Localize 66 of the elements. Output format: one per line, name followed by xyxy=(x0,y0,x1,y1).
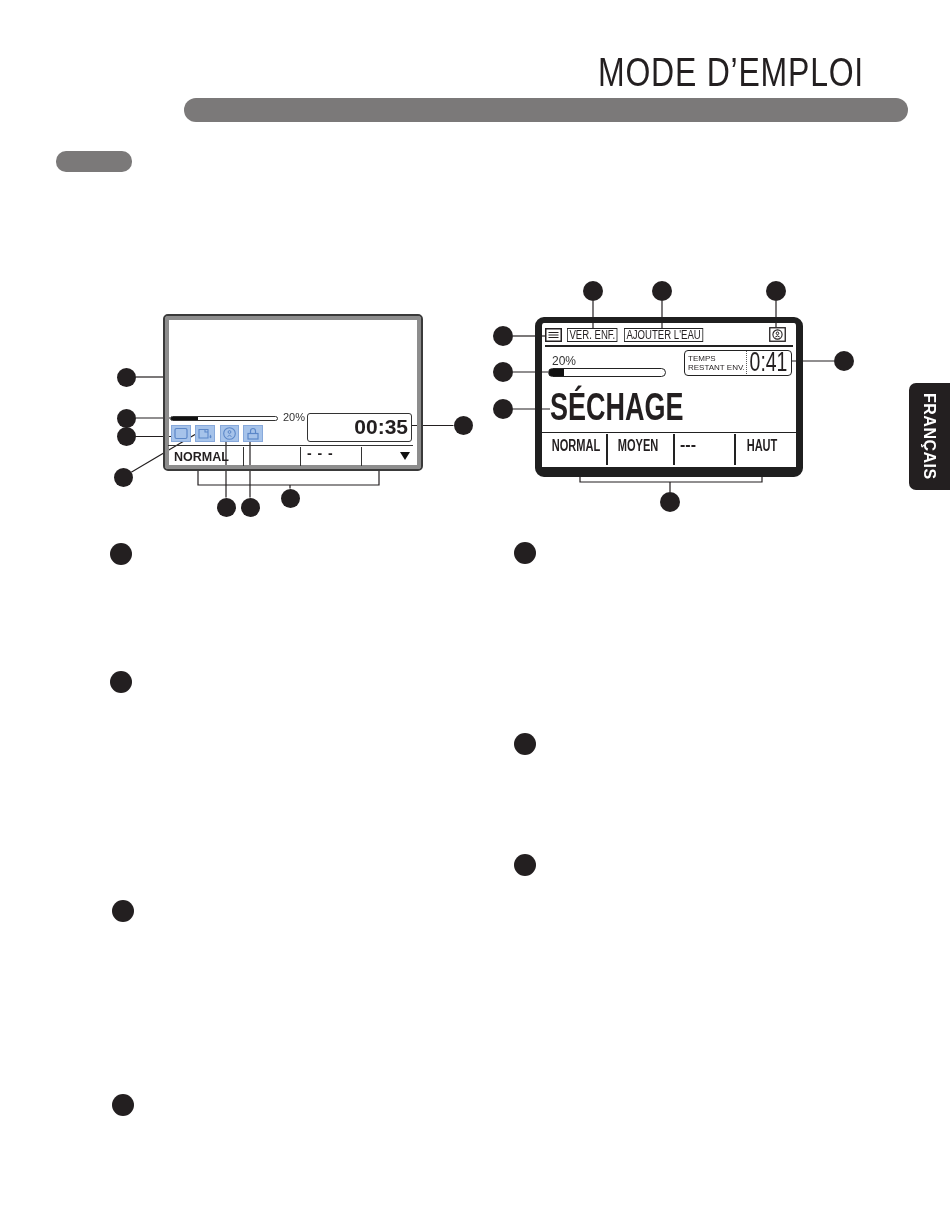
leader-line xyxy=(512,371,549,373)
leader-line xyxy=(411,424,455,427)
leader-line xyxy=(775,300,777,328)
progress-bar xyxy=(170,416,278,421)
water-drop-icon xyxy=(195,425,215,442)
language-tab: FRANÇAIS xyxy=(909,383,950,490)
option-label: HAUT xyxy=(746,437,778,455)
timer-display xyxy=(684,350,792,376)
square-icon xyxy=(171,425,191,442)
callout-dot xyxy=(583,281,603,301)
circle-icon xyxy=(769,327,786,342)
callout-dot xyxy=(280,488,300,508)
callout-dot xyxy=(116,367,136,387)
page-title: MODE D’EMPLOI xyxy=(598,52,864,93)
leader-line xyxy=(661,300,663,329)
section-pill xyxy=(56,151,132,172)
leader-line xyxy=(134,376,164,378)
option-label: --- xyxy=(680,436,696,454)
cycle-status-text: SÉCHAGE xyxy=(550,384,684,430)
timer-display: 00:35 xyxy=(307,413,412,442)
circle-icon xyxy=(220,425,239,442)
callout-dot xyxy=(660,492,680,512)
option-label: MOYEN xyxy=(617,437,659,455)
leader-line xyxy=(225,441,227,499)
callout-dot xyxy=(116,408,136,428)
callout-dot xyxy=(493,399,513,419)
time-caption: TEMPS RESTANT ENV. xyxy=(688,354,746,372)
callout-dot xyxy=(514,542,536,564)
option-label: NORMAL xyxy=(551,437,601,455)
percent-label: 20% xyxy=(552,354,577,368)
status-indicator: AJOUTER L'EAU xyxy=(624,328,704,342)
status-indicator: VER. ENF. xyxy=(567,328,618,342)
leader-line xyxy=(579,476,763,493)
leader-line xyxy=(130,433,196,473)
callout-dot xyxy=(112,900,134,922)
callout-dot xyxy=(514,733,536,755)
leader-line xyxy=(197,470,380,490)
leader-line xyxy=(592,300,594,329)
callout-dot xyxy=(240,497,260,517)
leader-line xyxy=(791,360,835,362)
leader-line xyxy=(249,441,251,499)
callout-dot xyxy=(116,427,136,446)
callout-dot xyxy=(110,543,132,565)
callout-dot xyxy=(110,671,132,693)
leader-line xyxy=(134,435,172,438)
callout-dot xyxy=(493,326,513,346)
callout-dot xyxy=(453,416,473,435)
leader-line xyxy=(512,408,551,410)
leader-line xyxy=(134,417,171,419)
callout-dot xyxy=(113,467,133,487)
display-screen xyxy=(535,317,803,477)
progress-bar xyxy=(548,368,666,377)
lock-icon xyxy=(243,425,263,442)
callout-dot xyxy=(652,281,672,301)
callout-dot xyxy=(493,362,513,382)
option-label: - - - xyxy=(307,446,334,460)
callout-dot xyxy=(834,351,854,371)
percent-label: 20% xyxy=(283,411,306,424)
list-icon xyxy=(545,328,562,342)
display-screen xyxy=(163,314,423,471)
time-value: 0:41 xyxy=(746,351,788,374)
callout-dot xyxy=(216,497,236,517)
leader-line xyxy=(512,335,546,337)
callout-dot xyxy=(514,854,536,876)
callout-dot xyxy=(112,1094,134,1116)
callout-dot xyxy=(766,281,786,301)
